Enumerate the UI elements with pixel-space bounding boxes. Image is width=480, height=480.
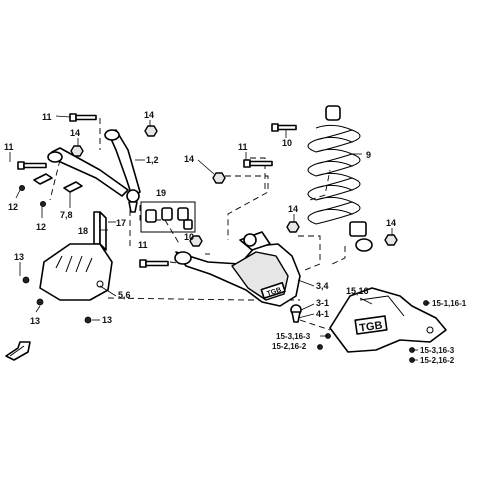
washers-12 — [18, 173, 83, 207]
callout-19: 19 — [156, 188, 166, 198]
front-guard-plate — [39, 243, 113, 301]
callout-14-far: 14 — [386, 218, 396, 228]
callout-11-right: 11 — [238, 142, 248, 152]
callout-15-1: 15-1,16-1 — [432, 299, 467, 308]
skid-plate: TGB — [329, 287, 447, 353]
leader-lines — [9, 115, 430, 361]
bolt-11-top — [69, 113, 97, 122]
lower-a-arm: TGB — [174, 231, 302, 323]
callout-3-1: 3-1 — [316, 298, 329, 308]
callout-9: 9 — [366, 150, 371, 160]
callout-14-mid: 14 — [184, 154, 194, 164]
arm-logo: TGB — [266, 287, 282, 298]
callout-1-2: 1,2 — [146, 155, 159, 165]
front-direction-arrow-icon — [5, 341, 31, 361]
shock-absorber — [307, 105, 373, 252]
callout-13-b: 13 — [30, 316, 40, 326]
bolt-11-left — [17, 161, 47, 170]
bolt-11-right — [243, 159, 273, 168]
callout-7-8: 7,8 — [60, 210, 73, 220]
callout-4-1: 4-1 — [316, 309, 329, 319]
callout-5-6: 5,6 — [118, 290, 131, 300]
callout-14-shock: 14 — [288, 204, 298, 214]
callout-15-2-right: 15-2,16-2 — [420, 356, 455, 365]
callout-3-4: 3,4 — [316, 281, 329, 291]
callout-10-mid: 10 — [184, 232, 194, 242]
callout-10-right: 10 — [282, 138, 292, 148]
callout-14-top: 14 — [144, 110, 154, 120]
callout-12-a: 12 — [8, 202, 18, 212]
callout-15-3-left: 15-3,16-3 — [276, 332, 311, 341]
callout-15-3-right: 15-3,16-3 — [420, 346, 455, 355]
callout-13-c: 13 — [102, 315, 112, 325]
callout-18: 18 — [78, 226, 88, 236]
callout-11-mid: 11 — [138, 240, 148, 250]
callout-15-16: 15,16 — [346, 286, 369, 296]
bushing-set-19 — [140, 201, 196, 233]
callout-labels: 11 14 11 14 1,2 12 12 7,8 19 18 17 11 10… — [4, 110, 467, 365]
callout-11-top: 11 — [42, 112, 52, 122]
callout-13-a: 13 — [14, 252, 24, 262]
callout-14-left: 14 — [70, 128, 80, 138]
bolt-10-right — [271, 123, 297, 132]
bolt-11-mid — [139, 259, 169, 268]
upper-a-arm — [47, 129, 141, 213]
callout-15-2-left: 15-2,16-2 — [272, 342, 307, 351]
plate-logo: TGB — [359, 319, 384, 334]
callout-17: 17 — [116, 218, 126, 228]
callout-11-left: 11 — [4, 142, 14, 152]
callout-12-b: 12 — [36, 222, 46, 232]
nuts — [70, 125, 398, 247]
